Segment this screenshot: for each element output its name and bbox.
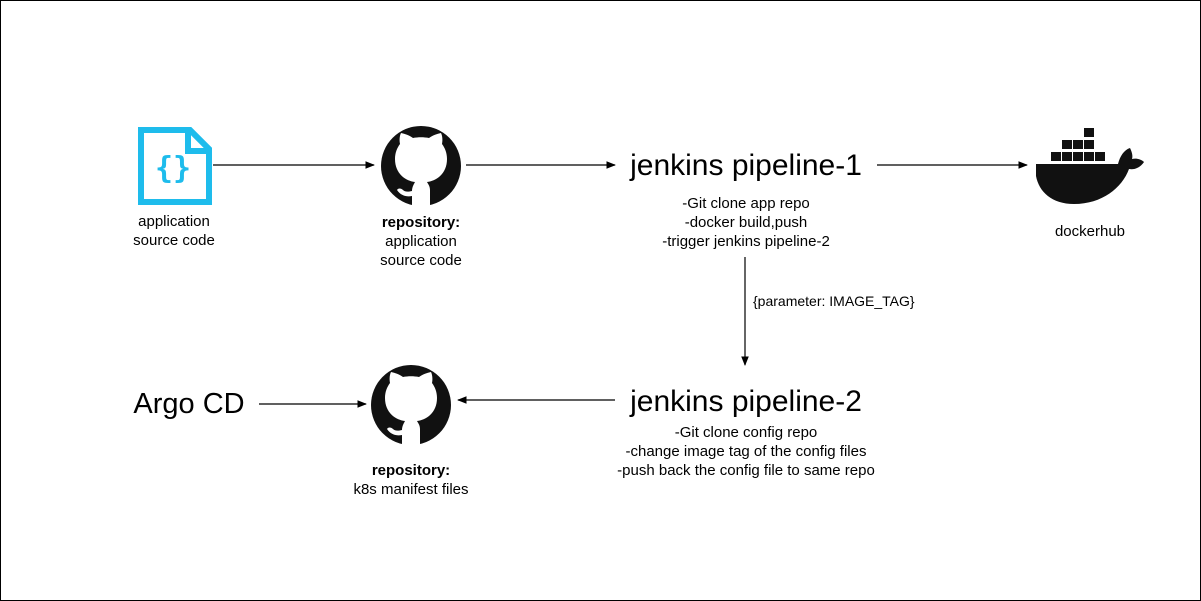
repo-k8s-label: repository: k8s manifest files bbox=[331, 461, 491, 499]
repo-app-line2: source code bbox=[380, 252, 462, 269]
pipeline1-step3: -trigger jenkins pipeline-2 bbox=[662, 233, 830, 250]
source-label-line1: application bbox=[138, 213, 210, 230]
argocd-label: Argo CD bbox=[133, 388, 245, 420]
repo-app-line1: application bbox=[385, 233, 457, 250]
pipeline1-steps: -Git clone app repo -docker build,push -… bbox=[616, 194, 876, 251]
curly-braces-glyph: {} bbox=[155, 151, 191, 186]
pipeline1-title: jenkins pipeline-1 bbox=[630, 149, 862, 182]
repo-app-label: repository: application source code bbox=[351, 213, 491, 270]
github-icon bbox=[381, 126, 461, 206]
file-corner bbox=[185, 130, 209, 154]
pipeline2-step1: -Git clone config repo bbox=[674, 424, 818, 441]
pipeline1-step2: -docker build,push bbox=[684, 214, 808, 231]
source-label-line2: source code bbox=[133, 232, 215, 249]
dockerhub-label: dockerhub bbox=[1054, 223, 1126, 240]
pipeline2-step3: -push back the config file to same repo bbox=[617, 462, 875, 479]
source-label: application source code bbox=[114, 212, 234, 250]
repo-k8s-line1: k8s manifest files bbox=[353, 481, 469, 498]
pipeline1-step1: -Git clone app repo bbox=[682, 195, 810, 212]
docker-whale-icon bbox=[1036, 128, 1144, 204]
edge-parameter-label: {parameter: IMAGE_TAG} bbox=[753, 293, 915, 309]
repo-k8s-title: repository: bbox=[371, 462, 451, 479]
pipeline2-step2: -change image tag of the config files bbox=[625, 443, 867, 460]
pipeline2-title: jenkins pipeline-2 bbox=[630, 385, 862, 418]
repo-app-title: repository: bbox=[381, 214, 461, 231]
source-code-file-icon: {} bbox=[138, 127, 212, 205]
github-icon bbox=[371, 365, 451, 445]
pipeline2-steps: -Git clone config repo -change image tag… bbox=[586, 423, 906, 480]
